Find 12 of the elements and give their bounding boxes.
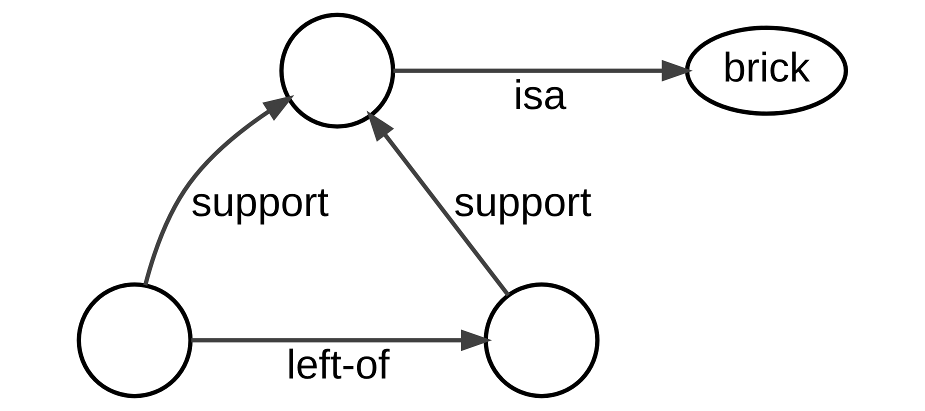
- arrow: [366, 110, 510, 297]
- edge-label: support: [191, 179, 329, 226]
- arrow: [191, 329, 492, 352]
- edge-label: support: [454, 179, 592, 226]
- node-circle: [484, 282, 600, 398]
- arrow: [393, 60, 693, 82]
- node-circle: [76, 282, 193, 398]
- node-ellipse: brick: [684, 26, 848, 116]
- arrow: [143, 95, 294, 286]
- edge-label: left-of: [286, 341, 390, 388]
- node-circle: [279, 12, 396, 129]
- edge-label: isa: [514, 72, 566, 118]
